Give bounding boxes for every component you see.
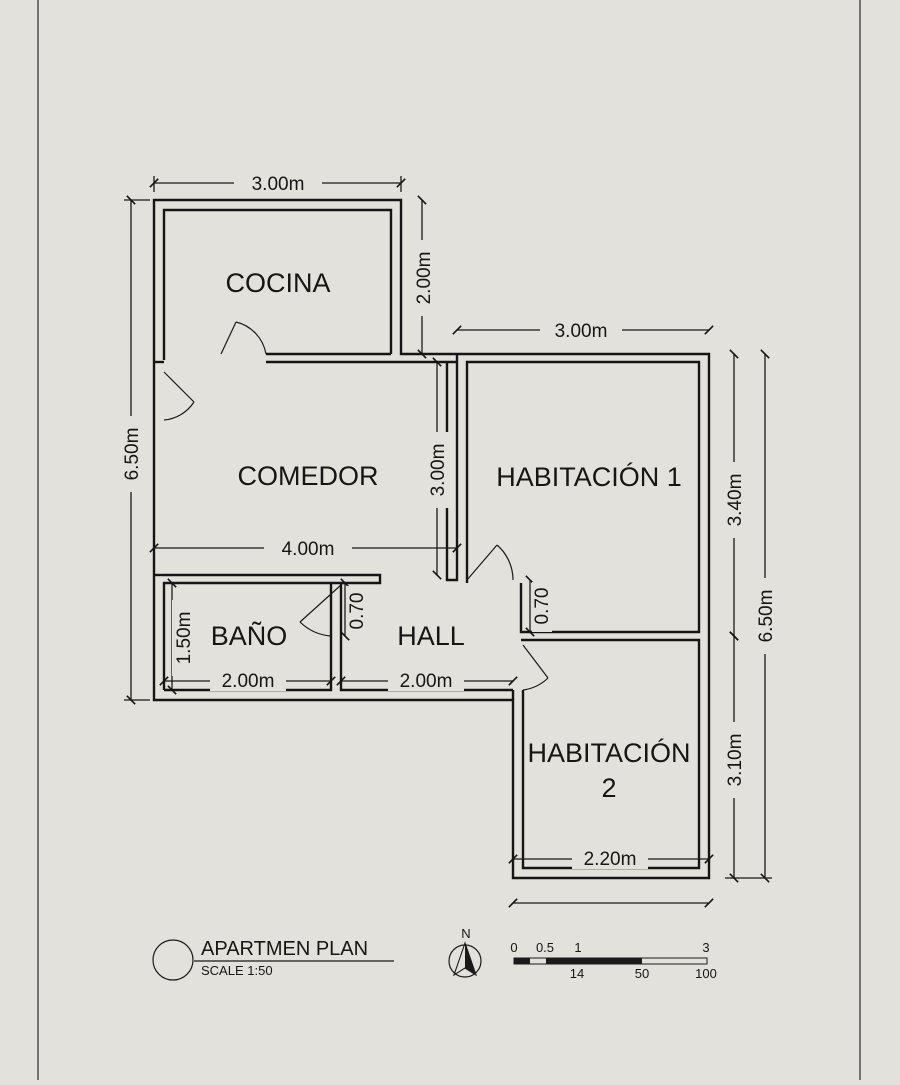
room-label-cocina: COCINA: [225, 268, 330, 298]
north-arrow-icon: [448, 941, 482, 978]
room-label-habitacion-2-line2: 2: [601, 773, 616, 803]
dim-hall-width: 2.00m: [400, 671, 453, 692]
room-label-habitacion-2-line1: HABITACIÓN: [527, 737, 690, 768]
scale-bar: 0 0.5 1 3 14 50 100: [510, 940, 716, 981]
dim-bano-door: 0.70: [347, 593, 368, 630]
dim-bano-height: 1.50m: [174, 612, 195, 665]
scale-bottom-100: 100: [695, 966, 717, 981]
room-label-bano: BAÑO: [211, 620, 288, 651]
dim-comedor-height: 3.00m: [428, 444, 449, 497]
room-label-hall: HALL: [397, 621, 465, 651]
dim-cocina-width: 3.00m: [252, 174, 305, 195]
doors: [163, 321, 549, 691]
scale-top-1: 1: [574, 940, 581, 955]
dim-right-upper: 3.40m: [725, 474, 746, 527]
title-block: APARTMEN PLAN SCALE 1:50 N 0 0.5 1 3 14 …: [152, 926, 717, 981]
scale-bottom-50: 50: [635, 966, 649, 981]
dim-cocina-height: 2.00m: [414, 252, 435, 305]
dim-comedor-width: 4.00m: [282, 539, 335, 560]
dim-hab1-door: 0.70: [532, 588, 553, 625]
scale-top-05: 0.5: [536, 940, 554, 955]
walls: [152, 198, 711, 880]
north-label: N: [461, 926, 470, 941]
dim-right-lower: 3.10m: [725, 734, 746, 787]
dim-bano-width: 2.00m: [222, 671, 275, 692]
plan-scale: SCALE 1:50: [201, 963, 273, 978]
dim-hab2-width: 2.20m: [584, 849, 637, 870]
plan-title: APARTMEN PLAN: [201, 938, 368, 960]
scale-bottom-14: 14: [570, 966, 584, 981]
dimension-labels: 3.00m 2.00m 3.00m 3.00m 4.00m 6.50m 3.40…: [120, 171, 777, 870]
room-label-comedor: COMEDOR: [238, 461, 379, 491]
scale-top-3: 3: [702, 940, 709, 955]
room-label-habitacion-1: HABITACIÓN 1: [496, 461, 682, 492]
title-circle-icon: [152, 939, 194, 981]
dim-hab1-width: 3.00m: [555, 321, 608, 342]
scale-top-0: 0: [510, 940, 517, 955]
dim-left-total: 6.50m: [122, 428, 143, 481]
dim-right-total: 6.50m: [756, 590, 777, 643]
